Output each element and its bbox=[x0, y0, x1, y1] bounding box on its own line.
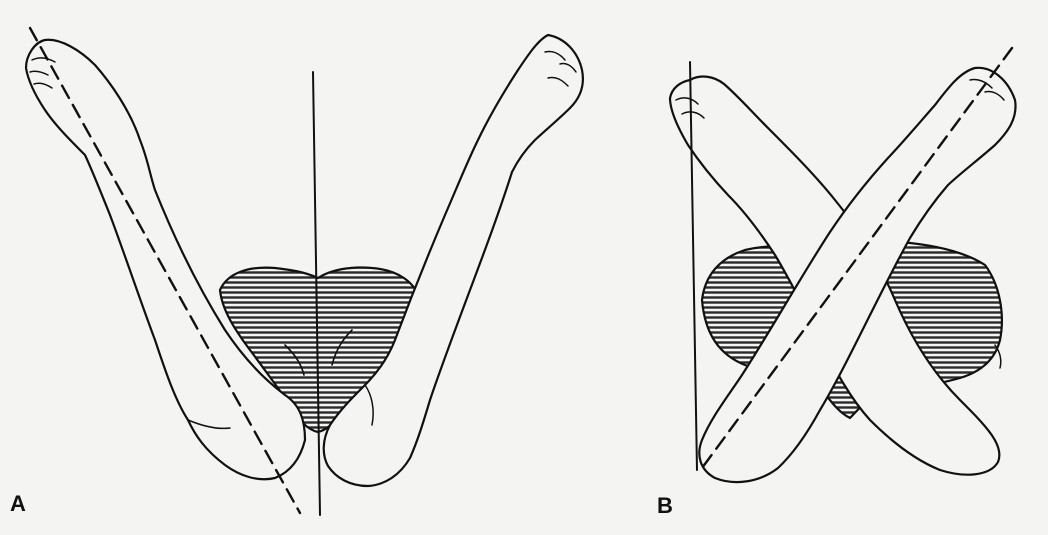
panel-a-label: A bbox=[10, 491, 26, 517]
panel-a-right-leg bbox=[324, 35, 583, 486]
panel-b-label: B bbox=[657, 493, 673, 519]
panel-a-left-leg bbox=[26, 40, 305, 479]
panel-b-drawing bbox=[670, 48, 1016, 482]
panel-a-drawing bbox=[26, 28, 583, 515]
